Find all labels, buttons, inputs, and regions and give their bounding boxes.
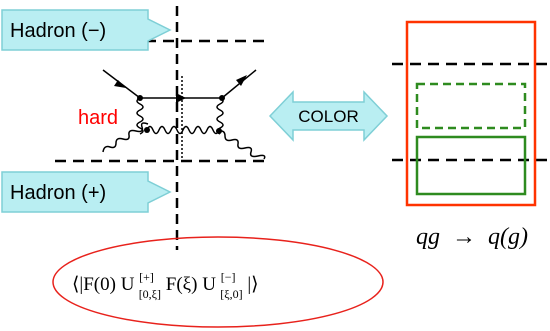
process-label: qg → q(g) — [416, 224, 528, 250]
formula-ellipse — [52, 236, 384, 328]
formula-u2-sub: [ξ,0] — [220, 287, 242, 301]
vertex-top-right — [219, 95, 225, 101]
hard-label: hard — [78, 107, 118, 129]
green-dashed-box — [415, 82, 527, 130]
formula-u1-sub: [0,ξ] — [139, 287, 161, 301]
process-initial: qg — [416, 224, 440, 250]
hadron-minus-label: Hadron (−) — [10, 20, 106, 42]
vertex-bottom-right — [216, 128, 222, 134]
bottom-gluon-line — [146, 125, 220, 135]
formula-u1-sup: [+] — [139, 270, 154, 284]
outgoing-gluon-line — [218, 130, 266, 160]
red-outer-box — [405, 20, 537, 207]
left-vertical-gluon — [136, 97, 144, 135]
outgoing-quark-arrow — [236, 75, 247, 86]
color-label: COLOR — [298, 107, 358, 126]
incoming-gluon-line — [102, 122, 149, 153]
hadron-plus-label: Hadron (+) — [10, 182, 106, 204]
hadron-minus-callout: Hadron (−) — [1, 9, 172, 51]
top-quark-arrow — [176, 93, 186, 103]
feynman-diagram — [102, 69, 266, 160]
process-final: q(g) — [488, 224, 528, 250]
color-double-arrow: COLOR — [268, 90, 389, 142]
correlator-formula: ⟨|F(0) U [+] [0,ξ] F(ξ) U [−] [ξ,0] |⟩ — [72, 265, 259, 303]
vertex-top-left — [137, 95, 143, 101]
right-vertical-gluon — [216, 97, 224, 135]
process-arrow: → — [452, 224, 476, 250]
formula-u2-sup: [−] — [221, 270, 236, 284]
formula-close: |⟩ — [247, 274, 258, 295]
outgoing-quark-line — [221, 69, 257, 99]
hadron-plus-callout: Hadron (+) — [1, 171, 172, 213]
formula-open: ⟨|F(0) U — [72, 274, 135, 295]
green-solid-box — [415, 135, 527, 196]
incoming-quark-arrow — [114, 80, 126, 88]
formula-mid: F(ξ) U — [166, 274, 216, 295]
vertex-bottom-left — [144, 127, 150, 133]
